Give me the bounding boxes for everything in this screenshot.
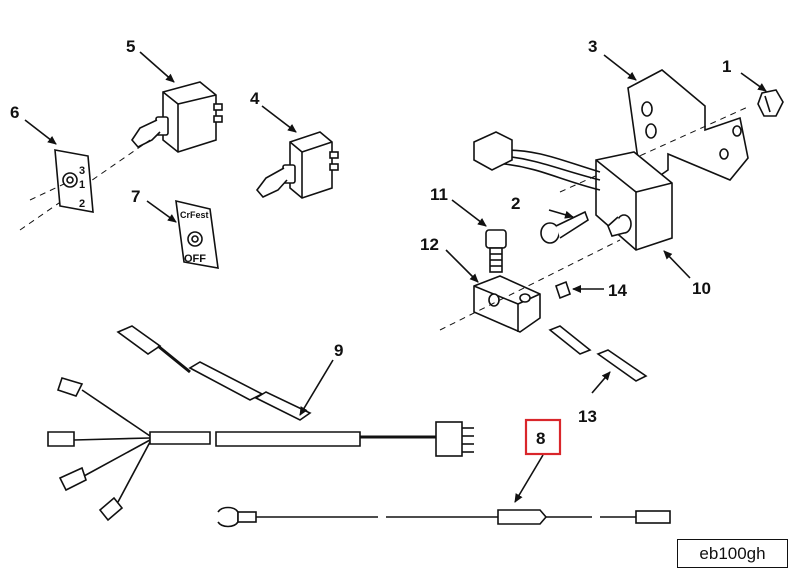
switch-plate-6 [29, 149, 94, 213]
callout-12: 12 [420, 235, 439, 254]
drawing-id-label: eb100gh [677, 539, 788, 568]
label-plate-bottom-text: OFF [184, 253, 206, 265]
callout-5: 5 [126, 37, 135, 56]
callout-6: 6 [10, 103, 19, 122]
screw-2 [540, 210, 589, 244]
clamp-block-12 [439, 239, 621, 333]
callout-8: 8 [536, 429, 545, 448]
callout-14: 14 [608, 281, 627, 300]
wiring-harness-9 [47, 325, 474, 522]
callout-4: 4 [250, 89, 260, 108]
callout-1: 1 [722, 57, 731, 76]
plate-marking-1: 1 [79, 179, 85, 191]
pin-13 [548, 325, 648, 382]
nut-1 [757, 89, 784, 117]
set-screw-14 [555, 280, 571, 300]
cap-screw-11 [485, 229, 507, 273]
callout-3: 3 [588, 37, 597, 56]
plate-marking-3: 3 [79, 165, 85, 177]
jumper-wire-8 [217, 506, 671, 528]
callout-2: 2 [511, 194, 520, 213]
callout-9: 9 [334, 341, 343, 360]
switch-block-10 [473, 131, 673, 251]
callout-8-highlight-box [524, 418, 562, 456]
callout-7: 7 [131, 187, 140, 206]
toggle-switch-4 [255, 131, 339, 199]
callout-10: 10 [692, 279, 711, 298]
bracket-3 [559, 69, 751, 193]
callout-13: 13 [578, 407, 597, 426]
callout-11: 11 [430, 185, 448, 204]
label-plate-top-text: CrFest [180, 210, 209, 220]
label-plate-7 [175, 199, 219, 269]
callout-arrows [24, 51, 767, 503]
plate-marking-2: 2 [79, 198, 85, 210]
